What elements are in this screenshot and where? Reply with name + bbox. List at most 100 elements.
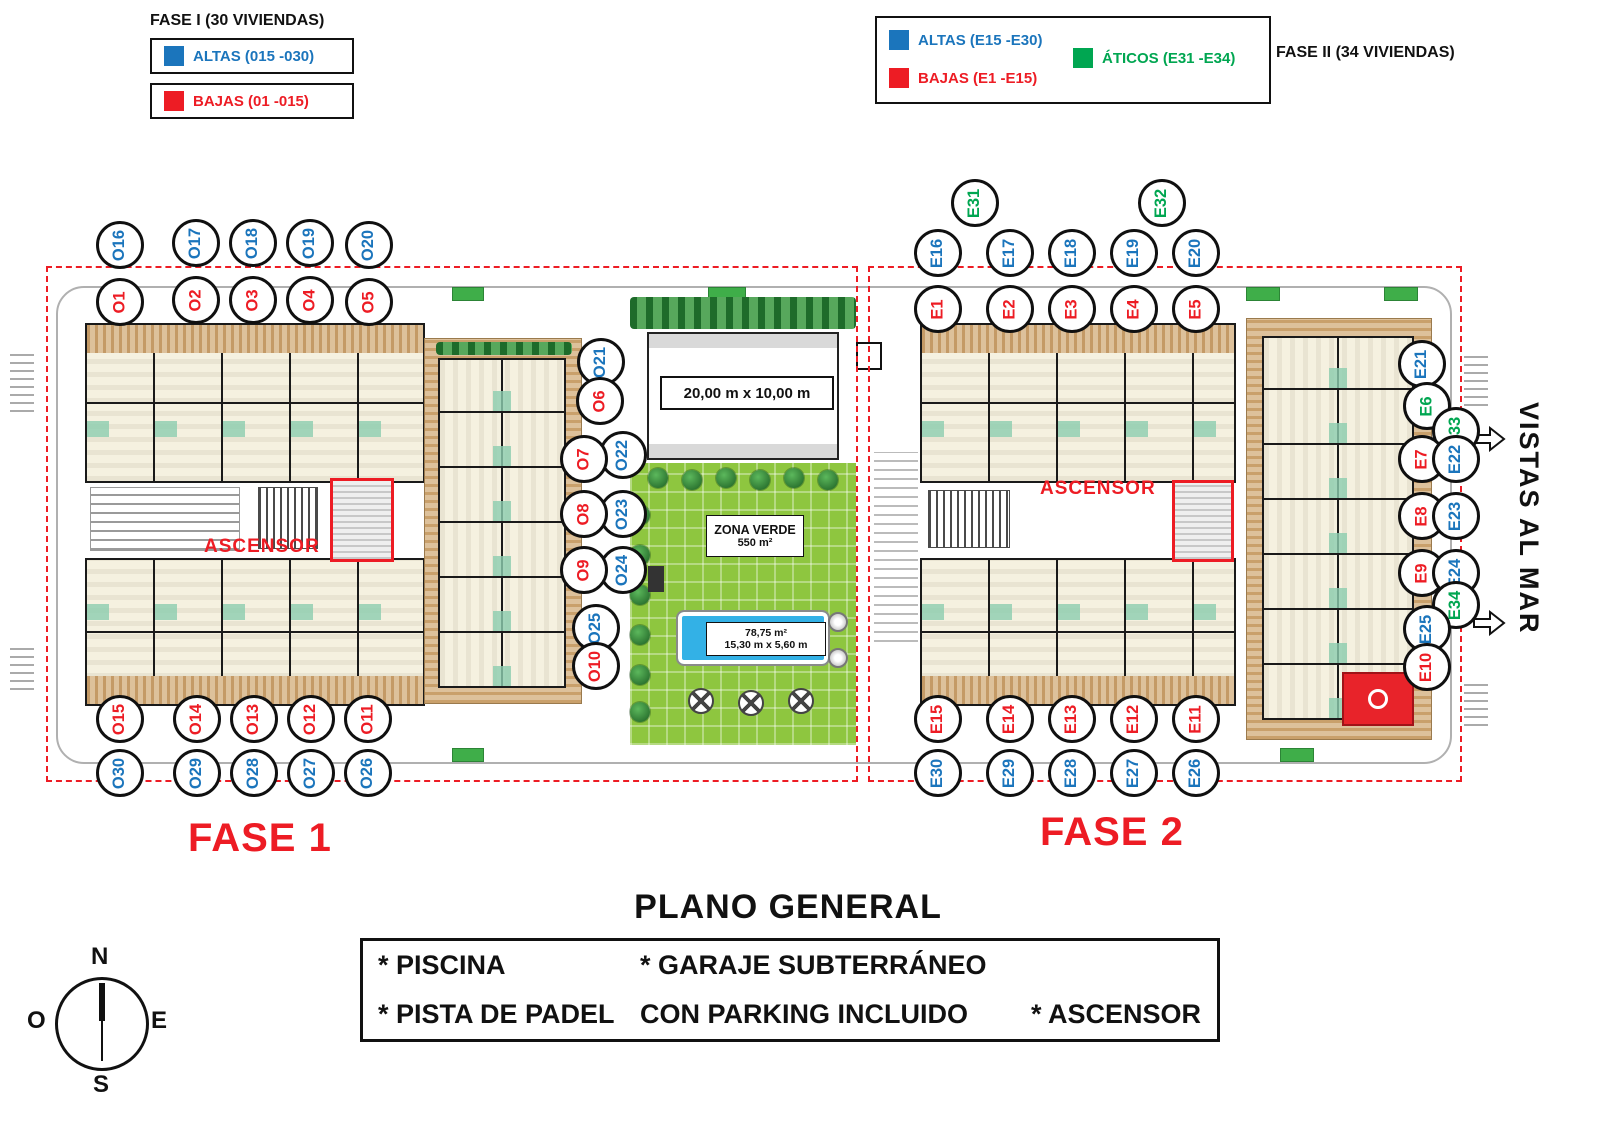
tree-icon: [682, 470, 702, 490]
bathroom-band: [87, 421, 423, 437]
unit-marker-O6: O6: [576, 377, 624, 425]
legend-fase1: FASE I (30 VIVIENDAS) ALTAS (015 -030) B…: [150, 12, 354, 128]
legend-fase1-bajas-label: BAJAS (01 -015): [193, 92, 309, 110]
unit-marker-O30: O30: [96, 749, 144, 797]
planter: [452, 748, 484, 762]
feature-parking: CON PARKING INCLUIDO: [640, 999, 968, 1029]
tree-icon: [648, 468, 668, 488]
unit-marker-O4: O4: [286, 276, 334, 324]
hedge-row: [436, 342, 572, 355]
compass-circle: [55, 977, 149, 1071]
legend-fase2-bajas-label: BAJAS (E1 -E15): [918, 69, 1038, 87]
unit-marker-E12: E12: [1110, 695, 1158, 743]
zona-verde-label: ZONA VERDE 550 m²: [706, 515, 804, 557]
ascensor-label-fase1: ASCENSOR: [204, 536, 320, 557]
fase2-title: FASE 2: [1040, 810, 1184, 854]
feature-piscina: * PISCINA: [378, 950, 506, 980]
hedge-row: [630, 297, 856, 329]
padel-dims-label: 20,00 m x 10,00 m: [660, 376, 834, 410]
compass-east-label: E: [151, 1007, 168, 1034]
padel-dims-text: 20,00 m x 10,00 m: [683, 384, 811, 402]
planter: [1280, 748, 1314, 762]
legend-fase2-altas: ALTAS (E15 -E30): [889, 30, 1042, 50]
sidewalk-hatch: [1464, 678, 1488, 726]
sidewalk-hatch: [10, 350, 34, 412]
bbq-icon: [648, 566, 664, 592]
elevator-fase1: [330, 478, 394, 562]
utility-red-box: [1342, 672, 1414, 726]
unit-marker-O18: O18: [229, 219, 277, 267]
bathroom-band: [922, 604, 1234, 620]
unit-marker-O27: O27: [287, 749, 335, 797]
compass-north-label: N: [91, 943, 109, 970]
fase1-east-building: [438, 358, 566, 688]
unit-marker-E1: E1: [914, 285, 962, 333]
compass-needle-icon: [99, 983, 105, 1021]
altas-swatch-icon: [164, 46, 184, 66]
terrace-deck: [87, 325, 423, 353]
spa-icon: [828, 612, 848, 632]
legend-fase1-altas-label: ALTAS (015 -030): [193, 47, 315, 65]
unit-marker-E10: E10: [1403, 643, 1451, 691]
unit-marker-E32: E32: [1138, 179, 1186, 227]
unit-marker-E2: E2: [986, 285, 1034, 333]
legend-fase2-aticos-label: ÁTICOS (E31 -E34): [1102, 49, 1236, 67]
legend-fase1-bajas: BAJAS (01 -015): [150, 83, 354, 119]
unit-marker-E5: E5: [1172, 285, 1220, 333]
tree-icon: [630, 702, 650, 722]
legend-fase2-aticos: ÁTICOS (E31 -E34): [1073, 48, 1235, 68]
legend-fase2-altas-label: ALTAS (E15 -E30): [918, 31, 1043, 49]
unit-marker-O3: O3: [229, 276, 277, 324]
bajas-swatch-icon: [889, 68, 909, 88]
stairs: [258, 487, 318, 549]
bathroom-band: [87, 604, 423, 620]
unit-marker-E21: E21: [1398, 340, 1446, 388]
unit-marker-O8: O8: [560, 490, 608, 538]
road-parking-hatch: [874, 452, 918, 642]
unit-marker-O11: O11: [344, 695, 392, 743]
unit-marker-E26: E26: [1172, 749, 1220, 797]
zona-verde-line1: ZONA VERDE: [714, 523, 796, 537]
unit-marker-O1: O1: [96, 278, 144, 326]
fase2-east-building: [1262, 336, 1414, 720]
elevator-fase2: [1172, 480, 1234, 562]
pool-dims-label: 78,75 m² 15,30 m x 5,60 m: [706, 622, 826, 656]
legend-fase2: ALTAS (E15 -E30) BAJAS (E1 -E15) ÁTICOS …: [875, 16, 1271, 104]
feature-ascensor: * ASCENSOR: [1031, 999, 1202, 1029]
features-box: * PISCINA * GARAJE SUBTERRÁNEO * PISTA D…: [360, 938, 1220, 1042]
altas-swatch-icon: [889, 30, 909, 50]
unit-marker-O12: O12: [287, 695, 335, 743]
table-icon: [738, 690, 764, 716]
fase2-south-building: [920, 558, 1236, 706]
unit-marker-E23: E23: [1432, 492, 1480, 540]
unit-marker-O14: O14: [173, 695, 221, 743]
unit-marker-O17: O17: [172, 219, 220, 267]
unit-marker-O9: O9: [560, 546, 608, 594]
unit-marker-E28: E28: [1048, 749, 1096, 797]
unit-marker-E29: E29: [986, 749, 1034, 797]
pool-dims-text: 15,30 m x 5,60 m: [724, 639, 808, 651]
fase1-north-building: [85, 323, 425, 483]
sidewalk-hatch: [10, 642, 34, 690]
compass-west-label: O: [27, 1007, 46, 1034]
sidewalk-hatch: [1464, 350, 1488, 406]
tree-icon: [818, 470, 838, 490]
unit-marker-E20: E20: [1172, 229, 1220, 277]
compass-needle-icon: [101, 1021, 103, 1061]
tree-icon: [630, 665, 650, 685]
unit-marker-O10: O10: [572, 642, 620, 690]
aticos-swatch-icon: [1073, 48, 1093, 68]
table-icon: [788, 688, 814, 714]
unit-marker-E15: E15: [914, 695, 962, 743]
planter: [1384, 287, 1418, 301]
unit-marker-E19: E19: [1110, 229, 1158, 277]
table-icon: [688, 688, 714, 714]
unit-marker-O26: O26: [344, 749, 392, 797]
unit-marker-O7: O7: [560, 435, 608, 483]
ascensor-label-fase2: ASCENSOR: [1040, 478, 1156, 499]
tree-icon: [750, 470, 770, 490]
compass-south-label: S: [93, 1071, 110, 1098]
unit-marker-E6: E6: [1403, 382, 1451, 430]
spa-icon: [828, 648, 848, 668]
